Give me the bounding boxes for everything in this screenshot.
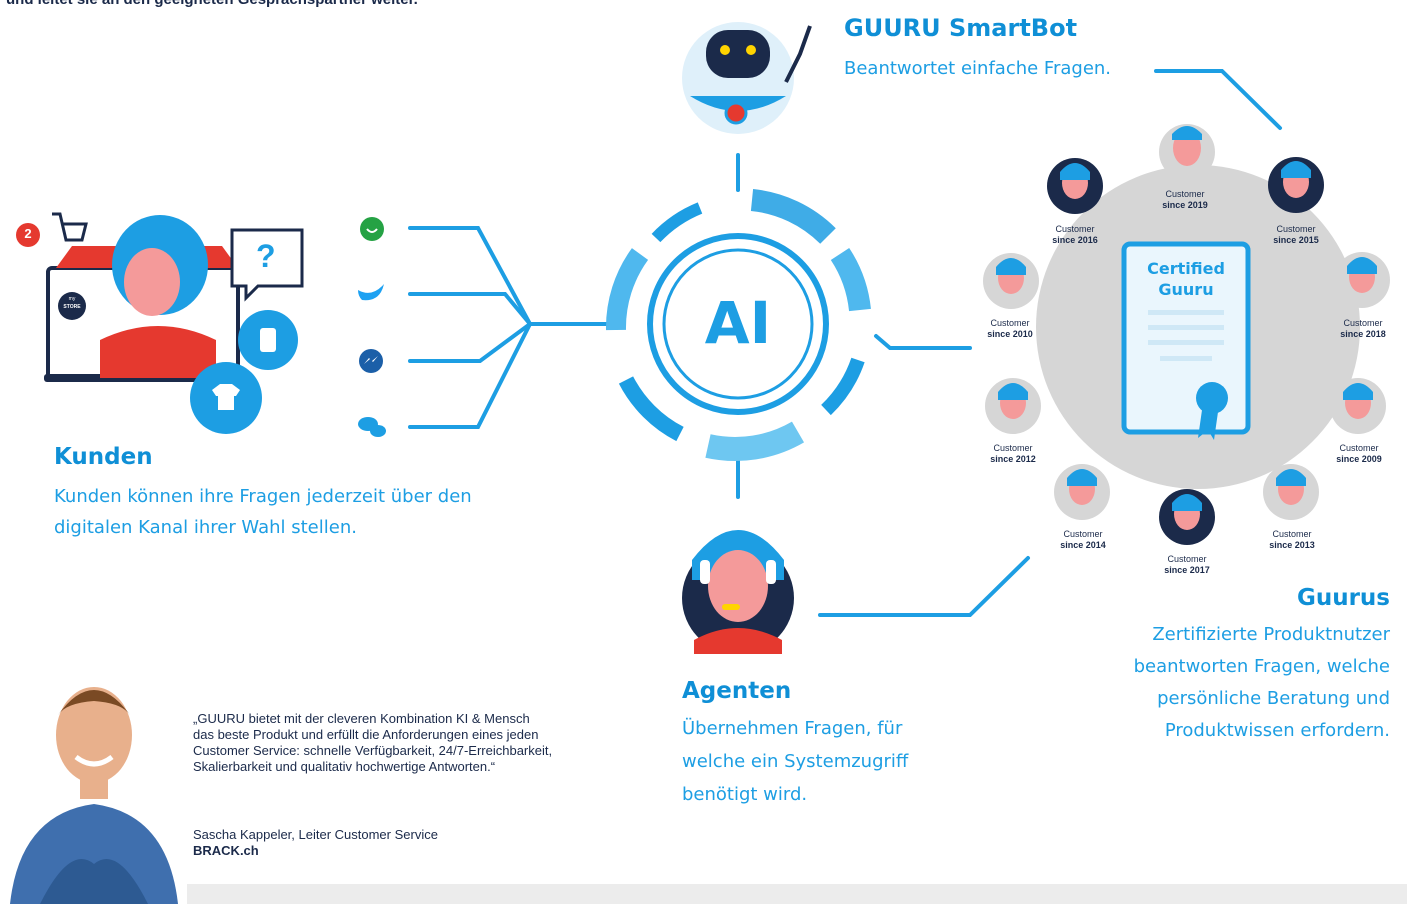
channel-icons	[358, 217, 386, 437]
question-bubble	[230, 228, 304, 302]
smartbot-title: GUURU SmartBot	[844, 14, 1078, 42]
agent-face	[708, 550, 768, 622]
messenger-icon	[359, 349, 383, 373]
bot-visor	[706, 30, 770, 78]
bot-core	[724, 101, 748, 125]
bot-arm	[784, 25, 812, 83]
cart-count: 2	[24, 226, 32, 241]
twitter-icon	[358, 284, 384, 301]
certificate-line-2: Guuru	[1158, 280, 1214, 299]
ai-ring-segment-7	[651, 202, 703, 243]
agent-shirt	[694, 628, 782, 654]
avatar-2015	[1268, 157, 1324, 213]
certificate-title: Certified Guuru	[1124, 258, 1248, 300]
agenten-description: Übernehmen Fragen, für welche ein System…	[682, 718, 909, 805]
connector-bot-guurus	[1154, 69, 1282, 130]
ai-ring-segment-1	[750, 189, 836, 244]
avatar-2017	[1159, 489, 1215, 545]
avatar-2018	[1334, 252, 1390, 308]
woman-shirt	[100, 326, 216, 378]
guurus-title: Guurus	[1296, 585, 1390, 611]
avatar-2010	[983, 253, 1039, 309]
cart-badge	[16, 223, 40, 247]
ai-ring-segment-3	[821, 357, 865, 416]
ai-ring	[606, 189, 871, 461]
tshirt-icon	[212, 384, 240, 410]
ai-label: AI	[704, 289, 772, 357]
ai-ring-inner	[662, 248, 814, 400]
avatar-2009	[1330, 378, 1386, 434]
quote-author: Sascha Kappeler, Leiter Customer Service	[193, 827, 438, 842]
store-label-top: my	[68, 296, 76, 302]
certificate	[1121, 241, 1251, 440]
cart-icon	[52, 212, 88, 242]
store-logo-circle	[58, 292, 86, 320]
ai-ring-outer	[647, 233, 829, 415]
connector-whatsapp	[408, 226, 532, 326]
connector-chat	[408, 322, 532, 429]
kunden-title: Kunden	[54, 444, 153, 470]
connector-ai-guurus	[874, 334, 972, 350]
quote-text: „GUURU bietet mit der cleveren Kombinati…	[193, 711, 553, 774]
connector-agent-guurus	[818, 556, 1030, 617]
smartbot-description: Beantwortet einfache Fragen.	[844, 58, 1112, 79]
bot-eye-right	[746, 45, 756, 55]
whatsapp-icon	[360, 217, 384, 241]
store-label: STORE	[63, 304, 81, 310]
smartbot-illustration	[682, 22, 812, 134]
guuru-avatars	[983, 124, 1390, 545]
quote-company: BRACK.ch	[193, 843, 259, 858]
ai-ring-segment-4	[705, 421, 805, 461]
person-photo	[0, 655, 187, 904]
avatar-2013	[1263, 464, 1319, 520]
connector-lines	[408, 69, 1282, 617]
kunden-illustration	[16, 212, 304, 434]
certificate-seal	[1196, 382, 1228, 414]
agent-mic	[722, 604, 740, 610]
connector-messenger	[408, 322, 532, 363]
avatar-2014	[1054, 464, 1110, 520]
question-mark: ?	[256, 238, 276, 274]
avatar-2016	[1047, 158, 1103, 214]
agenten-title: Agenten	[682, 678, 792, 704]
kunden-description: Kunden können ihre Fragen jederzeit über…	[54, 486, 472, 538]
guurus-description: Zertifizierte Produktnutzer beantworten …	[1133, 624, 1390, 741]
ai-ring-segment-5	[618, 376, 684, 442]
intro-text: und leitet sie an den geeigneten Gespräc…	[6, 0, 418, 8]
ai-ring-segment-2	[830, 247, 871, 312]
woman-face	[124, 248, 180, 316]
coffee-icon	[260, 328, 276, 352]
agent-headset-right	[766, 560, 776, 584]
connector-twitter	[408, 292, 532, 326]
ai-ring-segment-6	[606, 248, 649, 331]
certificate-line-1: Certified	[1147, 259, 1225, 278]
agent-headset-left	[700, 560, 710, 584]
bot-eye-left	[720, 45, 730, 55]
avatar-2012	[985, 378, 1041, 434]
agent-illustration	[682, 530, 794, 654]
footer-bar	[0, 884, 1407, 904]
avatar-2019	[1159, 124, 1215, 180]
